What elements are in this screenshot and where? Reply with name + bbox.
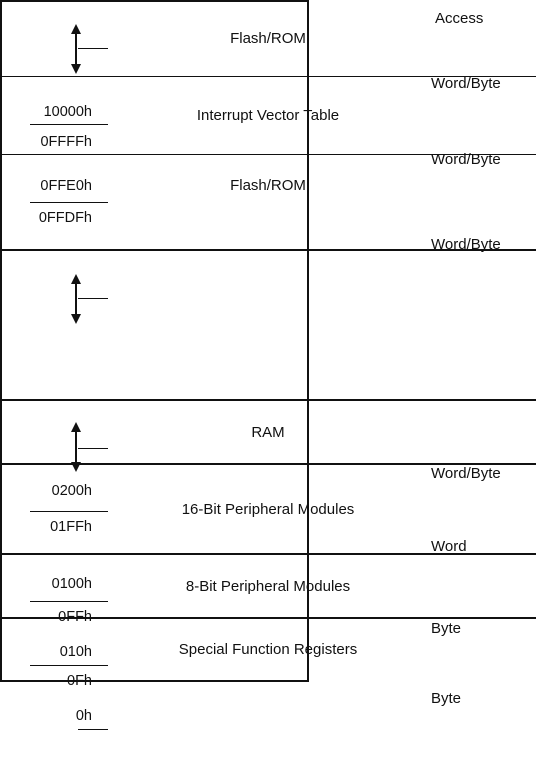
boundary-tick [78, 298, 108, 299]
address-label: 10000h [43, 104, 92, 120]
region-label: Special Function Registers [178, 641, 358, 658]
divider [0, 553, 536, 555]
divider [0, 249, 536, 251]
region-16bit-peripherals: 16-Bit Peripheral Modules [0, 465, 536, 554]
address-label: 010h [59, 644, 92, 660]
address-label: 01FFh [50, 519, 92, 535]
divider [0, 617, 536, 619]
double-arrow-icon [71, 24, 81, 74]
divider [0, 463, 536, 465]
region-label: Interrupt Vector Table [196, 107, 340, 124]
boundary-tick [30, 124, 108, 125]
divider [0, 76, 536, 77]
boundary-tick [30, 601, 108, 602]
address-label: 0200h [51, 483, 92, 499]
region-flash-rom-lower: Flash/ROM [0, 155, 536, 250]
region-label: RAM [251, 423, 285, 441]
region-flash-rom-upper: Flash/ROM [0, 0, 536, 77]
boundary-tick [30, 511, 108, 512]
region-label: Flash/ROM [230, 177, 306, 194]
boundary-tick [30, 665, 108, 666]
double-arrow-icon [71, 274, 81, 324]
address-label: 0FFh [58, 609, 92, 625]
double-arrow-icon [71, 422, 81, 472]
access-column-header: Access [435, 10, 484, 27]
address-label: 0FFE0h [40, 178, 92, 194]
address-label: 0h [75, 708, 92, 724]
region-special-function-registers: Special Function Registers [0, 619, 536, 680]
region-ram: RAM [0, 401, 536, 463]
access-label: Word [431, 538, 467, 555]
region-label: 8-Bit Peripheral Modules [185, 577, 351, 595]
access-label: Word/Byte [431, 75, 501, 92]
boundary-tick [78, 448, 108, 449]
region-interrupt-vector-table: Interrupt Vector Table [0, 77, 536, 154]
access-label: Byte [431, 690, 462, 707]
address-label: 0FFDFh [38, 210, 92, 226]
divider [0, 399, 536, 401]
boundary-tick [30, 202, 108, 203]
address-label: 0Fh [67, 673, 92, 689]
region-label: 16-Bit Peripheral Modules [181, 501, 355, 518]
region-label: Flash/ROM [230, 30, 306, 47]
divider [0, 154, 536, 155]
region-8bit-peripherals: 8-Bit Peripheral Modules [0, 555, 536, 617]
access-label: Word/Byte [431, 465, 501, 482]
boundary-tick [78, 729, 108, 730]
address-label: 0FFFFh [40, 134, 92, 150]
boundary-tick [78, 48, 108, 49]
address-label: 0100h [51, 576, 92, 592]
memory-map: Flash/ROM Interrupt Vector Table Flash/R… [0, 0, 536, 682]
access-label: Word/Byte [431, 236, 501, 253]
access-label: Byte [431, 620, 462, 637]
access-label: Word/Byte [431, 151, 501, 168]
